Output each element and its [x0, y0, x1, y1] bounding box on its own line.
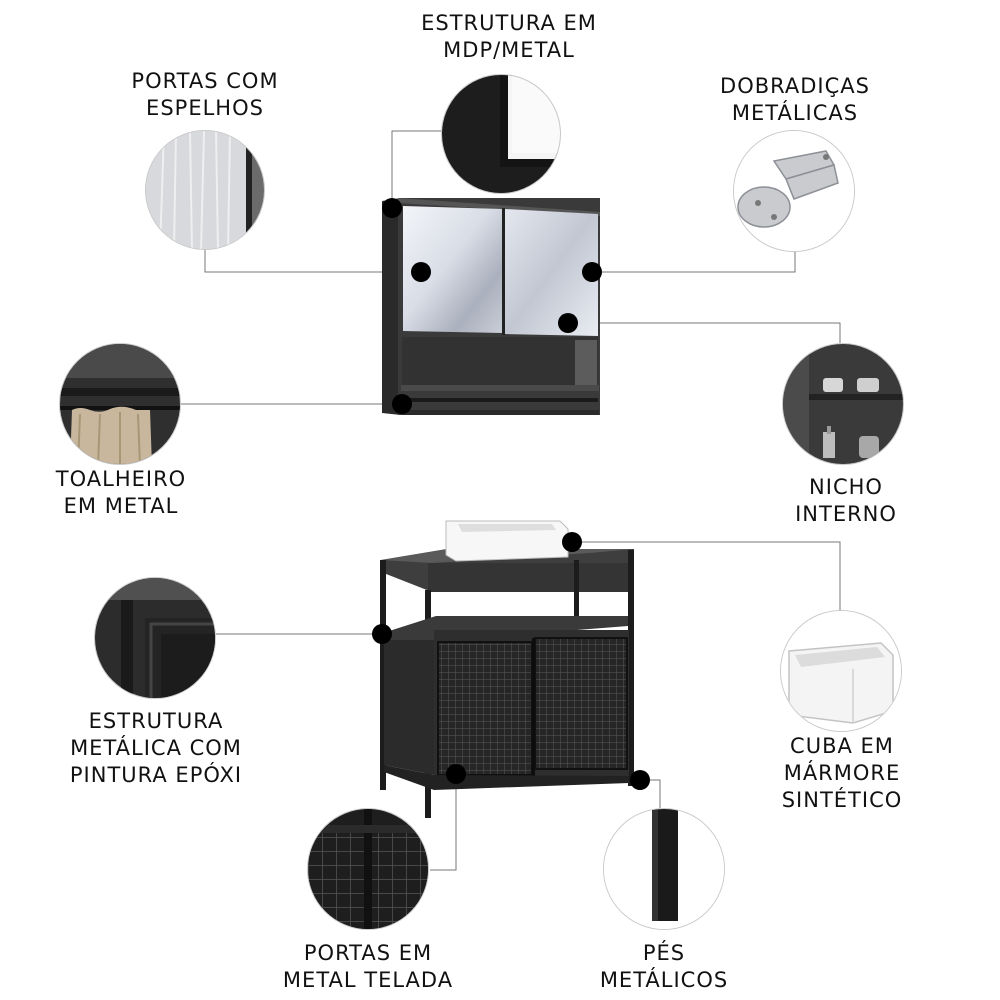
mirror-cabinet [382, 198, 600, 415]
label-pes: PÉS METÁLICOS [599, 941, 729, 992]
label-cuba: CUBA EM MÁRMORE SINTÉTICO [781, 734, 903, 812]
label-portas-espelhos: PORTAS COM ESPELHOS [131, 69, 279, 120]
detail-estrutura-metalica [94, 577, 216, 699]
label-estrutura-mdp: ESTRUTURA EM MDP/METAL [421, 11, 597, 62]
label-toalheiro: TOALHEIRO EM METAL [55, 467, 187, 518]
detail-pes [603, 808, 725, 930]
detail-nicho [782, 343, 904, 465]
detail-estrutura-mdp [441, 74, 561, 194]
sink-cabinet [380, 520, 634, 818]
detail-cuba [780, 610, 902, 732]
label-nicho: NICHO INTERNO [795, 475, 897, 526]
label-dobradicas: DOBRADIÇAS METÁLICAS [720, 74, 870, 125]
detail-toalheiro [59, 343, 181, 465]
leader-lines [181, 130, 841, 871]
label-portas-teladas: PORTAS EM METAL TELADA [282, 941, 454, 992]
detail-portas-espelhos [145, 130, 265, 250]
detail-portas-teladas [307, 808, 429, 930]
detail-dobradicas [733, 130, 855, 252]
label-estrutura-metalica: ESTRUTURA METÁLICA COM PINTURA EPÓXI [69, 709, 243, 787]
indicator-dots [372, 198, 650, 790]
